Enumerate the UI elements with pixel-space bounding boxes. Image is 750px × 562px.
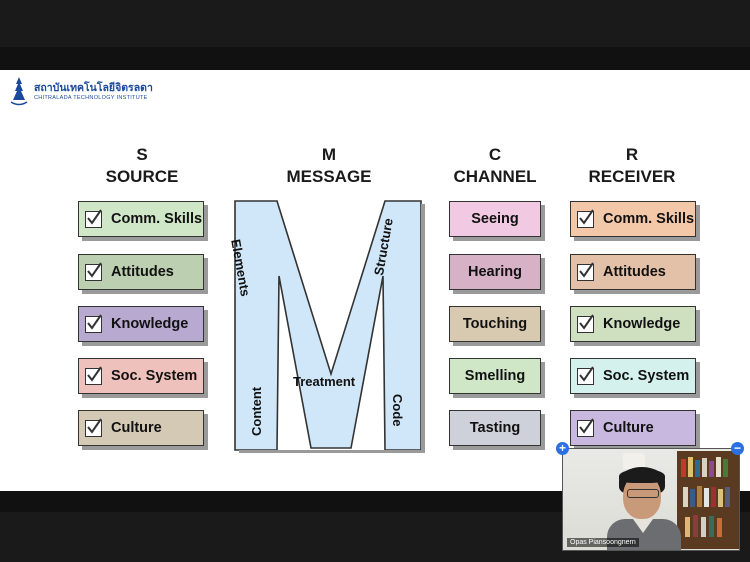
source-item-culture: Culture [78,410,204,446]
participant-glasses [627,489,659,498]
source-item-knowledge: Knowledge [78,306,204,342]
shared-slide: สถาบันเทคโนโลยีจิตรลดา CHITRALADA TECHNO… [0,70,750,491]
source-heading: S SOURCE [82,144,202,188]
receiver-item-attitudes: Attitudes [570,254,696,290]
bookshelf [677,451,739,549]
message-m-shape: Elements Structure Treatment Content Cod… [228,198,429,454]
checkbox-icon [85,365,102,385]
source-item-label: Soc. System [111,368,198,384]
message-letter: M [321,145,337,164]
channel-item-seeing: Seeing [449,201,541,237]
lamp [623,453,645,469]
receiver-item-label: Knowledge [603,316,681,332]
channel-item-touching: Touching [449,306,541,342]
message-title: MESSAGE [286,167,372,186]
message-heading: M MESSAGE [268,144,390,188]
receiver-item-label: Soc. System [603,368,690,384]
logo-thai-text: สถาบันเทคโนโลยีจิตรลดา [34,82,153,94]
channel-item-label: Hearing [468,264,522,280]
channel-item-label: Tasting [469,420,521,436]
receiver-item-knowledge: Knowledge [570,306,696,342]
institute-emblem-icon [10,77,28,106]
checkbox-icon [577,417,594,437]
add-video-button[interactable]: + [556,442,569,455]
minimize-video-button[interactable]: − [731,442,744,455]
channel-title: CHANNEL [453,167,537,186]
checkbox-icon [85,261,102,281]
participant-hair-top [619,469,665,483]
institute-logo: สถาบันเทคโนโลยีจิตรลดา CHITRALADA TECHNO… [8,76,153,108]
channel-item-label: Smelling [464,368,526,384]
logo-english-text: CHITRALADA TECHNOLOGY INSTITUTE [34,95,148,101]
receiver-item-label: Attitudes [603,264,666,280]
source-item-attitudes: Attitudes [78,254,204,290]
source-item-soc-system: Soc. System [78,358,204,394]
m-label-code: Code [390,394,405,427]
participant-video-tile[interactable]: Opas Piansoongnern [562,448,740,551]
receiver-title: RECEIVER [588,167,676,186]
m-label-treatment: Treatment [293,374,356,389]
checkbox-icon [85,313,102,333]
source-item-label: Attitudes [111,264,174,280]
receiver-item-label: Culture [603,420,654,436]
checkbox-icon [577,313,594,333]
m-letter-graphic [234,200,425,453]
checkbox-icon [577,208,594,228]
checkbox-icon [577,365,594,385]
checkbox-icon [577,261,594,281]
source-item-label: Culture [111,420,162,436]
source-item-comm-skills: Comm. Skills [78,201,204,237]
source-title: SOURCE [105,167,179,186]
channel-item-tasting: Tasting [449,410,541,446]
meeting-top-bar [0,0,750,47]
channel-item-label: Touching [462,316,528,332]
channel-item-hearing: Hearing [449,254,541,290]
channel-item-smelling: Smelling [449,358,541,394]
channel-heading: C CHANNEL [440,144,550,188]
receiver-item-culture: Culture [570,410,696,446]
receiver-item-label: Comm. Skills [603,211,695,227]
checkbox-icon [85,417,102,437]
receiver-item-comm-skills: Comm. Skills [570,201,696,237]
m-label-content: Content [249,386,264,436]
channel-letter: C [488,145,502,164]
receiver-item-soc-system: Soc. System [570,358,696,394]
receiver-letter: R [625,145,639,164]
participant-name: Opas Piansoongnern [567,538,639,547]
channel-item-label: Seeing [471,211,519,227]
receiver-heading: R RECEIVER [572,144,692,188]
source-item-label: Knowledge [111,316,189,332]
checkbox-icon [85,208,102,228]
source-letter: S [136,145,148,164]
source-item-label: Comm. Skills [111,211,203,227]
